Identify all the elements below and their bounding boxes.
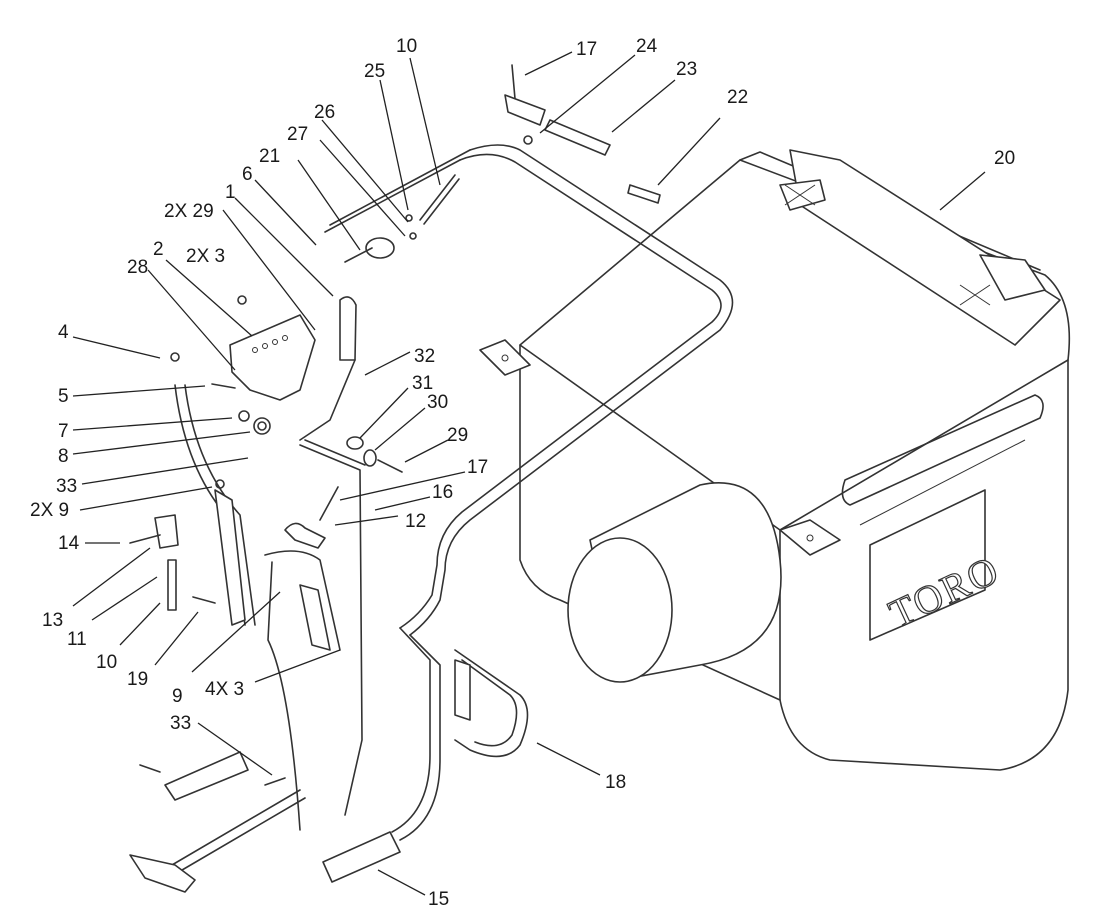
callout-2: 2 [153, 239, 164, 260]
callout-19: 19 [127, 669, 148, 690]
callout-30: 30 [427, 392, 448, 413]
callout-27: 27 [287, 124, 308, 145]
callout-10-lower: 10 [96, 652, 117, 673]
callout-7: 7 [58, 421, 69, 442]
callout-14: 14 [58, 533, 80, 554]
callout-2x9: 2X 9 [30, 500, 69, 521]
engine-drum [567, 482, 782, 683]
handle-frame-tube [324, 144, 734, 841]
callout-21: 21 [259, 146, 280, 167]
callout-16: 16 [432, 482, 453, 503]
callout-5: 5 [58, 386, 69, 407]
callout-13: 13 [42, 610, 63, 631]
callout-4x3: 4X 3 [205, 679, 244, 700]
callout-17-mid: 17 [467, 457, 488, 478]
callout-8: 8 [58, 446, 69, 467]
callout-9: 9 [172, 686, 183, 707]
callout-2x3-top: 2X 3 [186, 246, 225, 267]
control-linkage [129, 295, 403, 893]
callout-1: 1 [225, 182, 236, 203]
callout-31: 31 [412, 373, 433, 394]
callout-26: 26 [314, 102, 335, 123]
callout-23: 23 [676, 59, 697, 80]
callout-22: 22 [727, 87, 748, 108]
leader-lines [72, 51, 986, 896]
callout-33-upper: 33 [56, 476, 77, 497]
callout-4: 4 [58, 322, 69, 343]
callout-labels: 10 17 24 23 25 22 26 27 20 21 6 2X 29 1 … [30, 36, 1015, 910]
callout-18: 18 [605, 772, 626, 793]
top-small-parts [344, 64, 661, 263]
grass-bag-housing: TORO [479, 149, 1071, 771]
callout-29: 29 [447, 425, 468, 446]
callout-10-top: 10 [396, 36, 417, 57]
callout-32: 32 [414, 346, 435, 367]
callout-24: 24 [636, 36, 658, 57]
callout-6: 6 [242, 164, 253, 185]
callout-33-lower: 33 [170, 713, 191, 734]
callout-17-top: 17 [576, 39, 597, 60]
callout-28: 28 [127, 257, 148, 278]
callout-15: 15 [428, 889, 449, 910]
callout-25: 25 [364, 61, 385, 82]
callout-2x29: 2X 29 [164, 201, 214, 222]
callout-11: 11 [67, 629, 87, 650]
callout-20: 20 [994, 148, 1015, 169]
callout-12: 12 [405, 511, 426, 532]
